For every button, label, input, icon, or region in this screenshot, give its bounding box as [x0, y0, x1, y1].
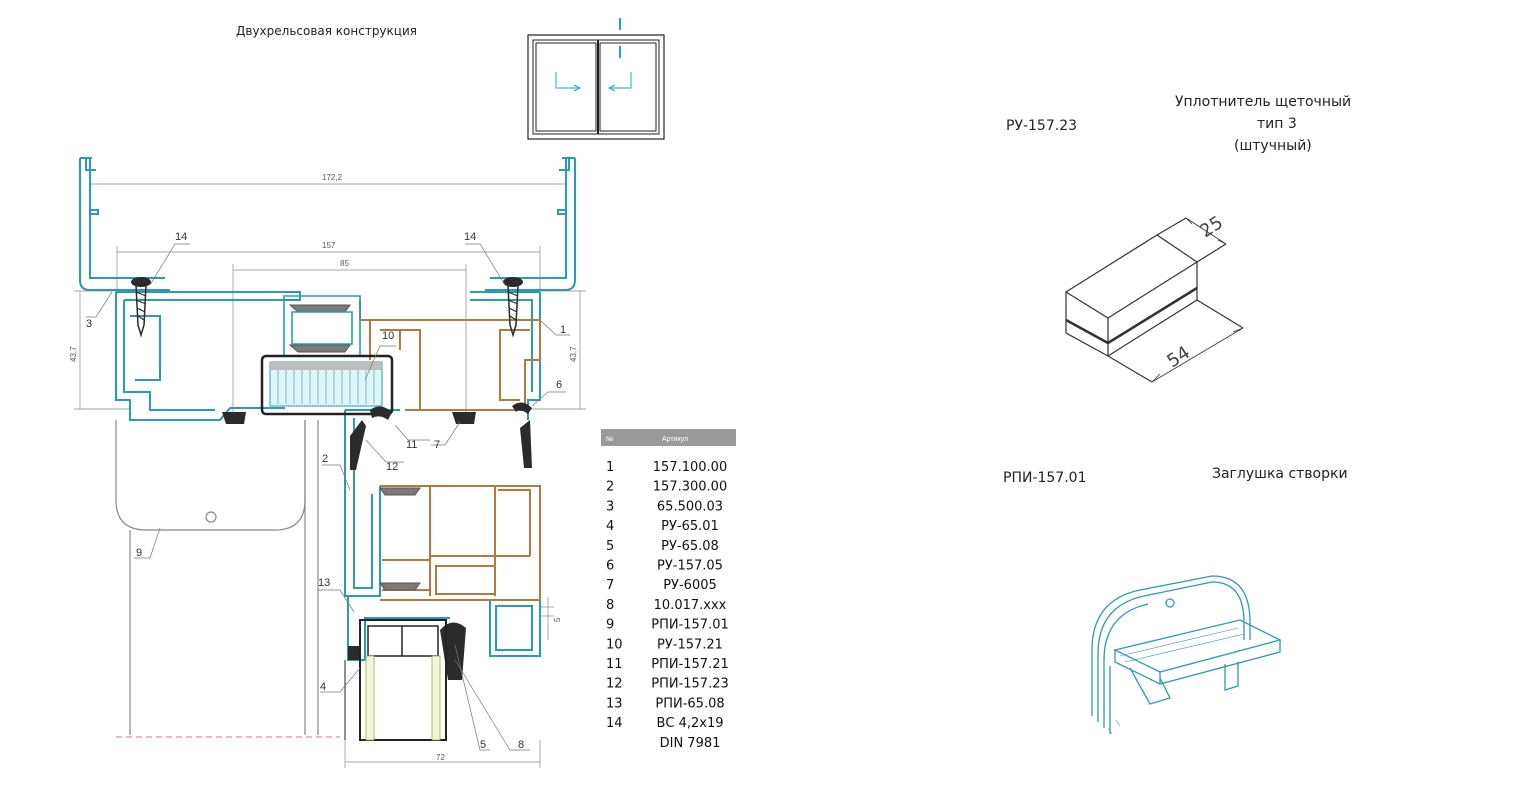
callout-1: 1 [560, 324, 566, 336]
table-header-no: № [606, 436, 614, 443]
accessory-1-name-line1: Уплотнитель щеточный [1175, 94, 1351, 110]
accessory-2-code: РПИ-157.01 [1003, 470, 1086, 486]
glass-unit [344, 619, 447, 741]
table-cell-no: 4 [606, 519, 614, 534]
gaskets [222, 402, 532, 680]
brush-seal-dim-a: 25 [1196, 212, 1227, 242]
parts-table: № Артикул 1 157.100.00 2 157.300.00 3 65.500.… [601, 429, 736, 751]
table-cell-article: РПИ-65.08 [655, 696, 724, 711]
table-cell-article: РПИ-157.21 [651, 657, 729, 672]
brush-seal-isometric [1064, 217, 1244, 383]
table-cell-article: 65.500.03 [657, 499, 723, 514]
accessory-1-name-line3: (штучный) [1234, 138, 1312, 154]
table-cell-article: РПИ-157.23 [651, 677, 729, 692]
callout-4: 4 [320, 681, 326, 693]
table-cell-no: 2 [606, 480, 614, 495]
table-cell-no: 10 [606, 637, 623, 652]
callout-6: 6 [556, 379, 562, 391]
dim-bottom-width: 72 [436, 753, 445, 762]
screw-right [503, 277, 523, 338]
drawing-title: Двухрельсовая конструкция [236, 24, 417, 38]
table-header-article: Артикул [662, 436, 688, 443]
end-cap-isometric [1091, 575, 1282, 735]
table-cell-no: 14 [606, 716, 623, 731]
callout-3: 3 [86, 318, 92, 330]
dim-gap: 5 [553, 617, 562, 622]
table-cell-article: DIN 7981 [660, 736, 721, 751]
table-cell-article: ВС 4,2х19 [656, 716, 723, 731]
table-cell-no: 9 [606, 618, 614, 633]
table-cell-article: РУ-157.21 [657, 637, 723, 652]
callout-14-left: 14 [175, 231, 187, 243]
table-cell-no: 5 [606, 539, 614, 554]
sash-end-cap-9 [115, 420, 340, 738]
dim-frame-width: 157 [322, 241, 336, 250]
callout-10: 10 [382, 330, 394, 342]
dim-height-left: 43,7 [69, 346, 78, 362]
table-cell-no: 12 [606, 677, 623, 692]
thermal-break-inserts [288, 304, 421, 591]
callout-5: 5 [480, 739, 486, 751]
table-cell-article: РПИ-157.01 [651, 618, 729, 633]
callout-13: 13 [318, 577, 330, 589]
table-cell-no: 1 [606, 460, 614, 475]
accessory-1-name-line2: тип 3 [1257, 116, 1297, 132]
dimension-lines [74, 178, 586, 768]
table-cell-article: РУ-6005 [663, 578, 717, 593]
table-cell-no: 3 [606, 499, 614, 514]
callout-leaders [86, 243, 570, 751]
dim-inner-width: 85 [340, 259, 349, 268]
callout-12: 12 [386, 461, 398, 473]
accessory-2-name: Заглушка створки [1212, 466, 1348, 482]
callout-14-right: 14 [464, 231, 476, 243]
table-cell-no: 7 [606, 578, 614, 593]
screw-left [131, 277, 151, 338]
brush-seal-10 [260, 354, 394, 416]
sliding-window-schematic [527, 18, 665, 140]
table-cell-no: 8 [606, 598, 614, 613]
table-cell-article: РУ-65.01 [661, 519, 719, 534]
accessory-1-code: РУ-157.23 [1006, 118, 1077, 134]
callout-2: 2 [322, 453, 328, 465]
table-cell-no: 6 [606, 559, 614, 574]
callout-9: 9 [136, 547, 142, 559]
callout-8: 8 [518, 739, 524, 751]
dim-height-right: 43,7 [569, 346, 578, 362]
sash-profile [344, 409, 541, 661]
table-cell-article: 10.017.xxx [654, 598, 727, 613]
callout-7: 7 [434, 439, 440, 451]
sash-insert-profile [359, 300, 541, 601]
table-cell-article: 157.300.00 [653, 480, 727, 495]
callout-11: 11 [406, 439, 417, 451]
table-cell-no: 11 [606, 657, 623, 672]
table-cell-article: РУ-65.08 [661, 539, 719, 554]
table-cell-no: 13 [606, 696, 623, 711]
parts-table-header [601, 429, 736, 446]
table-cell-article: РУ-157.05 [657, 559, 723, 574]
brush-seal-dim-b: 54 [1163, 342, 1194, 372]
dim-width-total: 172,2 [322, 173, 343, 182]
table-cell-article: 157.100.00 [653, 460, 727, 475]
